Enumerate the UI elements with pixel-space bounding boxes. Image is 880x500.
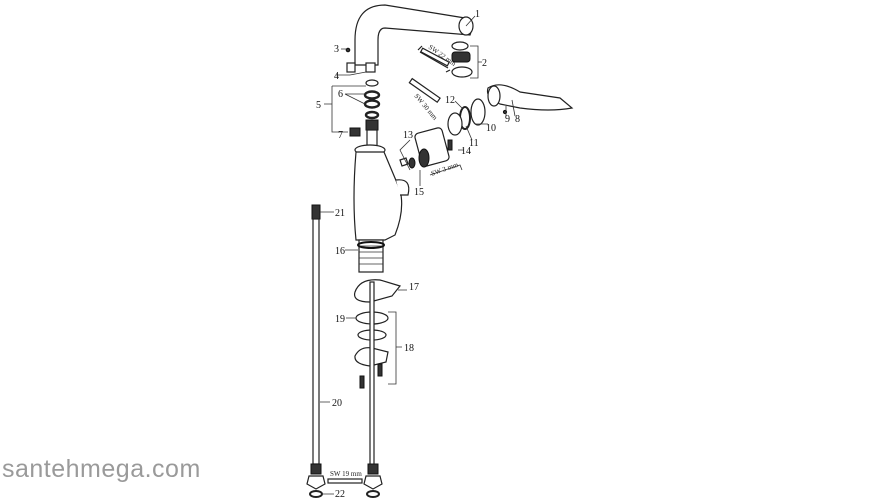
part-label-7: 7 [338,130,343,141]
nut-part-right [365,62,376,73]
part-label-4: 4 [334,71,339,82]
hex-key-sw3 [429,164,463,176]
part-label-11: 11 [469,138,479,149]
part-label-6: 6 [338,89,343,100]
set-screw-part [345,47,351,53]
wrench-label-sw19: SW 19 mm [330,470,362,478]
wrench-sw19 [327,478,363,484]
o-ring-set [363,79,381,147]
part-label-18: 18 [404,343,414,354]
threaded-rod [369,281,375,473]
part-label-3: 3 [334,44,339,55]
nut-part-left [346,62,356,73]
part-label-19: 19 [335,314,345,325]
part-label-10: 10 [486,123,496,134]
part-label-21: 21 [335,208,345,219]
part-label-14: 14 [461,146,471,157]
cartridge-assembly [399,98,486,169]
part-label-1: 1 [475,9,480,20]
part-label-2: 2 [482,58,487,69]
wrench-sw30 [408,77,441,104]
part-label-12: 12 [445,95,455,106]
clip-part [349,127,361,137]
watermark: santehmega.com [2,455,201,483]
part-label-17: 17 [409,282,419,293]
part-label-13: 13 [403,130,413,141]
part-label-16: 16 [335,246,345,257]
aerator-part [451,41,473,78]
mounting-plate [353,279,402,303]
wrench-sw22 [420,47,450,67]
part-label-20: 20 [332,398,342,409]
part-label-9: 9 [505,114,510,125]
faucet-body [353,144,410,273]
part-label-5: 5 [316,100,321,111]
part-label-22: 22 [335,489,345,500]
part-label-15: 15 [414,187,424,198]
screw-part [359,375,365,389]
supply-hose [306,204,383,498]
wrench-icon [417,45,451,73]
part-label-8: 8 [515,114,520,125]
